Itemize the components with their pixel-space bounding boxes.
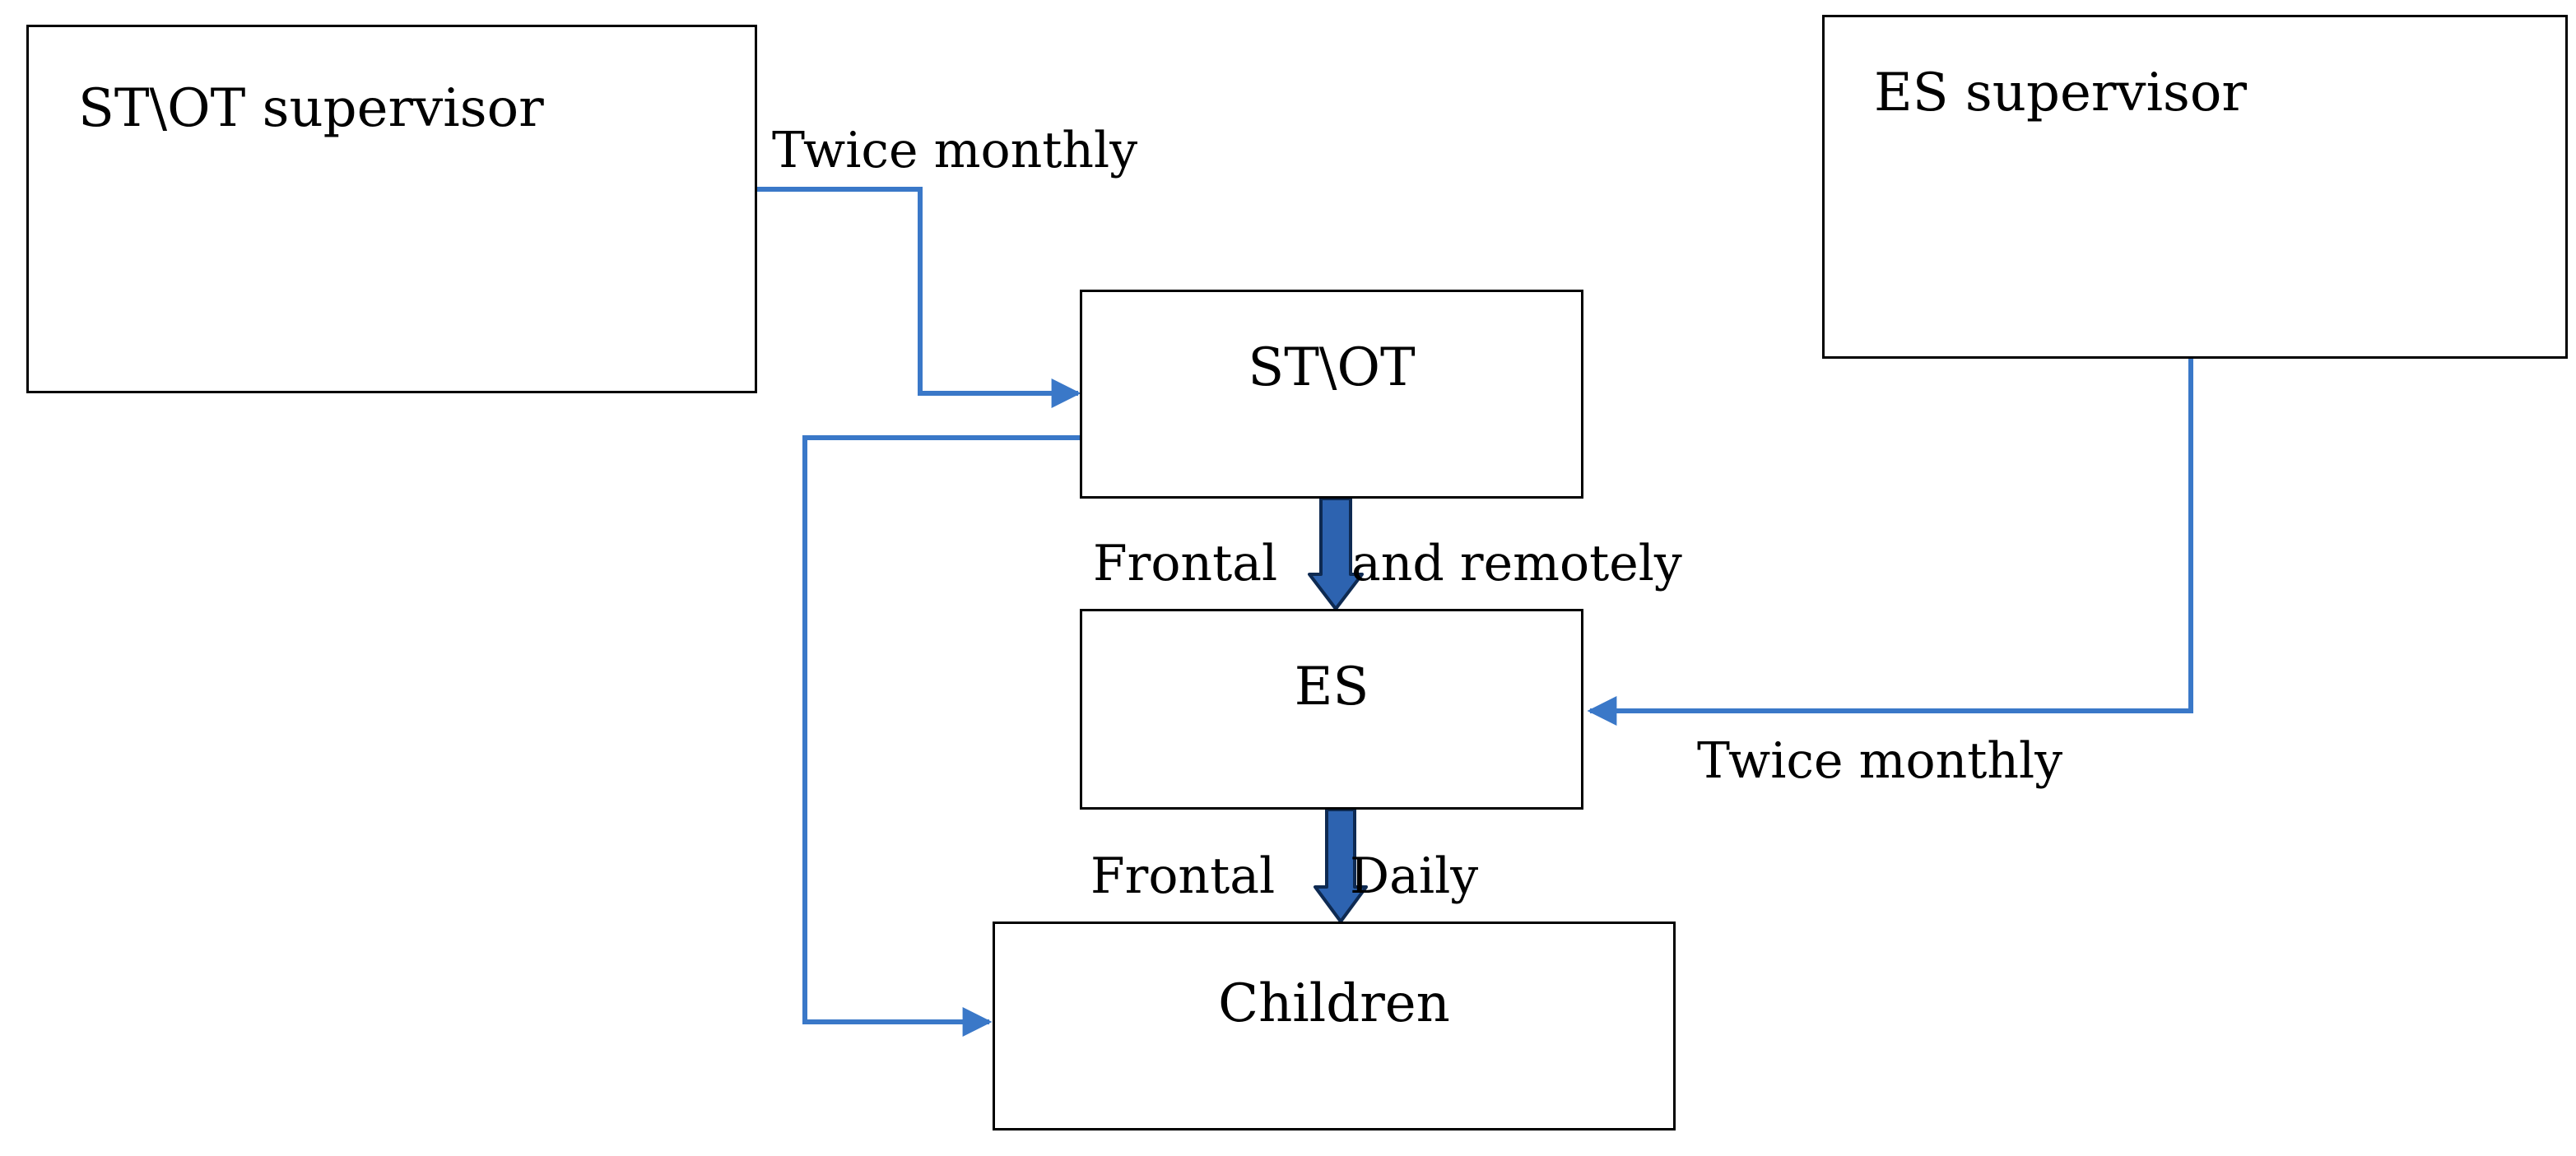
node-es-supervisor: ES supervisor — [1822, 15, 2568, 359]
node-es-supervisor-label: ES supervisor — [1874, 63, 2247, 123]
node-st-ot-label: ST\OT — [1248, 337, 1416, 398]
node-es-label: ES — [1294, 657, 1369, 717]
node-children: Children — [993, 922, 1676, 1130]
edge-label-es-to-children-frontal: Frontal — [1090, 847, 1276, 905]
node-es: ES — [1080, 609, 1583, 810]
edge-st-ot-to-es-arrow — [1308, 497, 1364, 610]
edge-label-st-ot-supervisor-twice-monthly: Twice monthly — [772, 122, 1138, 179]
edge-label-es-to-children-daily: Daily — [1350, 847, 1479, 905]
node-st-ot: ST\OT — [1080, 290, 1583, 499]
edge-label-st-ot-to-es-remotely: and remotely — [1351, 535, 1682, 592]
edge-es-supervisor-to-es — [1587, 359, 2193, 726]
edge-label-es-supervisor-twice-monthly: Twice monthly — [1697, 732, 2063, 790]
edge-label-st-ot-to-es-frontal: Frontal — [1093, 535, 1278, 592]
edge-es-to-children-arrow — [1314, 808, 1368, 923]
node-st-ot-supervisor: ST\OT supervisor — [26, 25, 757, 393]
node-st-ot-supervisor-label: ST\OT supervisor — [78, 78, 544, 139]
edge-st-ot-supervisor-to-st-ot — [756, 187, 1081, 408]
edge-st-ot-to-children — [802, 435, 1095, 1037]
node-children-label: Children — [1218, 973, 1450, 1034]
